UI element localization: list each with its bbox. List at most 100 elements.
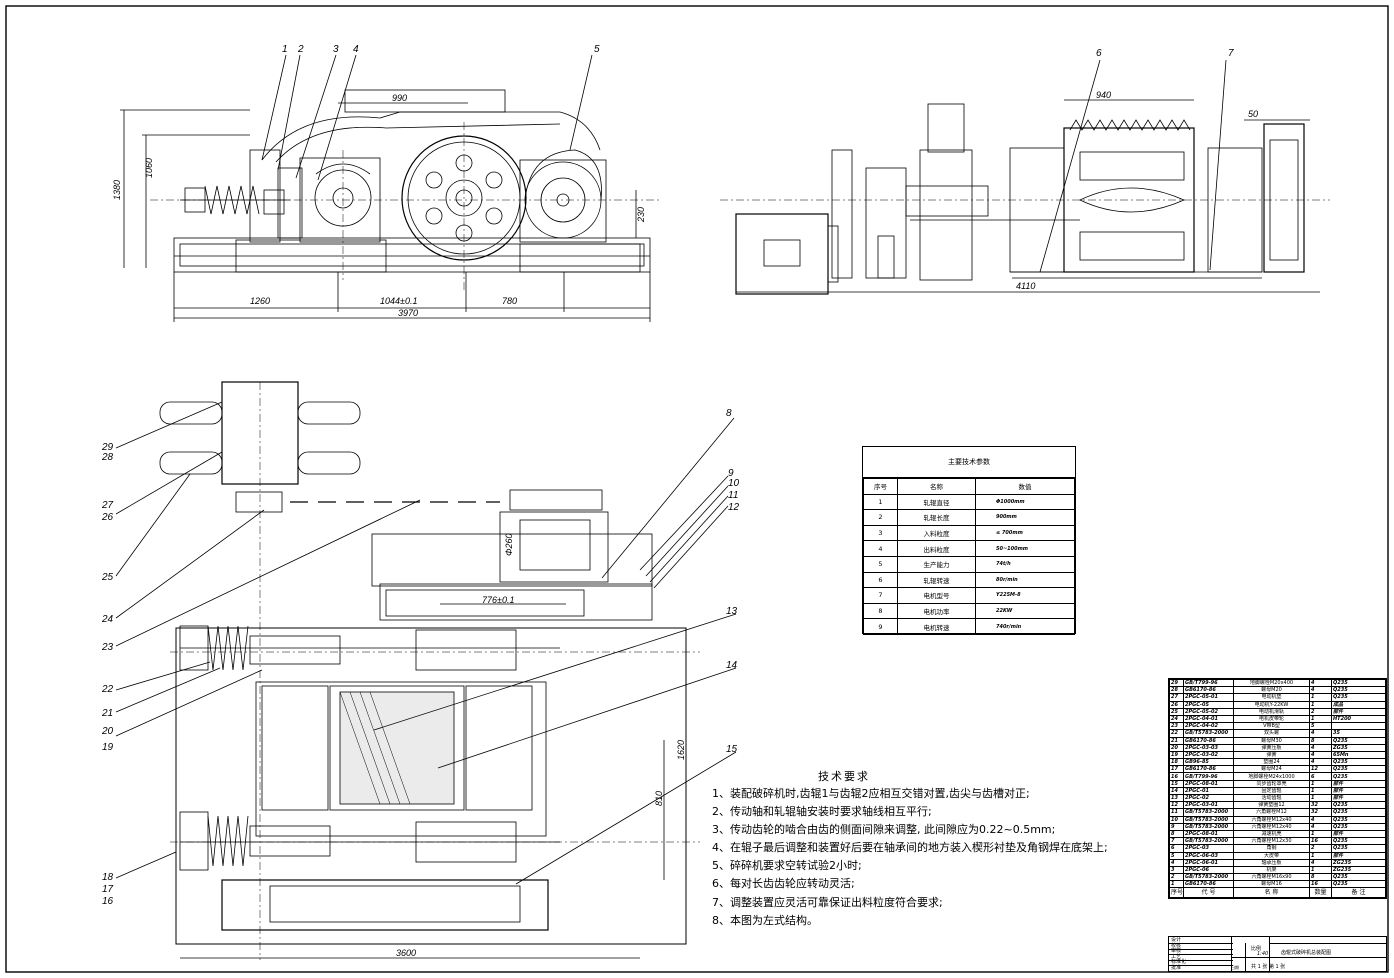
bom-cell-mat: Q235 bbox=[1331, 873, 1386, 882]
bom-cell-code: 2PGC-06 bbox=[1183, 865, 1234, 875]
bom-cell-no: 25 bbox=[1169, 707, 1184, 716]
bom-cell-name: 轴承压板 bbox=[1233, 858, 1310, 867]
bom-cell-code: GB/T799-96 bbox=[1183, 772, 1234, 781]
bom-cell-qty: 1 bbox=[1309, 865, 1332, 875]
bom-cell-code: 2PGC-04-01 bbox=[1183, 714, 1234, 724]
bom-cell-mat bbox=[1331, 722, 1386, 731]
sheet-border bbox=[5, 5, 1389, 973]
bom-cell-code: GB6170-86 bbox=[1183, 686, 1234, 695]
bom-cell-code: 2PGC-05 bbox=[1183, 700, 1234, 709]
ref-1: 1 bbox=[282, 44, 288, 55]
bom-cell-no: 10 bbox=[1169, 815, 1184, 824]
bom-cell-qty: 4 bbox=[1309, 822, 1332, 831]
bom-cell-mat: 部件 bbox=[1331, 786, 1386, 796]
dim-1380: 1380 bbox=[112, 180, 122, 200]
bom-cell-no: 17 bbox=[1169, 765, 1184, 774]
params-cell-name: 电机功率 bbox=[897, 602, 976, 620]
bom-cell-no: 15 bbox=[1169, 779, 1184, 788]
bom-cell-name: 螺母M24 bbox=[1233, 765, 1310, 774]
bom-cell-name: 地脚螺栓M20x400 bbox=[1233, 678, 1310, 688]
bom-cell-code: 2PGC-04-02 bbox=[1183, 722, 1234, 731]
bom-cell-qty: 1 bbox=[1309, 829, 1332, 839]
bom-cell-name: 电动机Y-22KW bbox=[1233, 700, 1310, 709]
bom-cell-name: V带B型 bbox=[1233, 722, 1310, 731]
dim-990: 990 bbox=[392, 93, 407, 103]
bom-cell-no: 27 bbox=[1169, 693, 1184, 702]
bom-cell-qty: 4 bbox=[1309, 815, 1332, 824]
bom-cell-name: 六角螺栓M12x30 bbox=[1233, 837, 1310, 846]
params-cell-value: 80r/min bbox=[975, 571, 1075, 589]
bom-cell-no: 1 bbox=[1169, 880, 1184, 889]
ref-5: 5 bbox=[594, 44, 600, 55]
bom-cell-name: 弹簧压板 bbox=[1233, 743, 1310, 752]
params-header-value: 数值 bbox=[975, 478, 1075, 495]
bom-cell-code: 2PGC-08-01 bbox=[1183, 829, 1234, 839]
bom-cell-name: 电动机垫 bbox=[1233, 693, 1310, 702]
bom-cell-mat: Q235 bbox=[1331, 815, 1386, 824]
bom-cell-mat: Q235 bbox=[1331, 837, 1386, 846]
bom-cell-mat: ZG235 bbox=[1331, 865, 1386, 875]
dim-1044: 1044±0.1 bbox=[380, 296, 417, 306]
params-title: 主要技术参数 bbox=[863, 447, 1075, 478]
bom-cell-mat: 部件 bbox=[1331, 707, 1386, 716]
bom-cell-mat: 部件 bbox=[1331, 829, 1386, 839]
bom-cell-no: 12 bbox=[1169, 801, 1184, 810]
dim-3600: 3600 bbox=[396, 948, 416, 958]
bom-cell-no: 5 bbox=[1169, 851, 1184, 860]
bom-cell-no: 18 bbox=[1169, 758, 1184, 767]
ref-13: 13 bbox=[726, 606, 738, 617]
bom-cell-mat: ZG235 bbox=[1331, 858, 1386, 867]
dim-780: 780 bbox=[502, 296, 517, 306]
ref-22: 22 bbox=[101, 684, 114, 695]
params-cell-value: ≤ 700mm bbox=[975, 524, 1075, 542]
title-row-label: 校核 bbox=[1169, 943, 1233, 950]
bom-cell-no: 26 bbox=[1169, 700, 1184, 709]
bom-cell-qty: 1 bbox=[1309, 714, 1332, 724]
ref-19: 19 bbox=[102, 742, 114, 753]
params-cell-no: 7 bbox=[863, 587, 898, 604]
bom-cell-qty: 5 bbox=[1309, 722, 1332, 731]
ref-17: 17 bbox=[102, 884, 114, 895]
bom-header-mat: 备 注 bbox=[1331, 887, 1386, 899]
ref-18: 18 bbox=[102, 872, 114, 883]
bom-cell-name: 弹簧 bbox=[1233, 750, 1310, 760]
bom-cell-code: GB6170-86 bbox=[1183, 880, 1234, 889]
bom-cell-no: 11 bbox=[1169, 808, 1184, 817]
bom-cell-name: 垫圈24 bbox=[1233, 758, 1310, 767]
ref-24: 24 bbox=[101, 614, 114, 625]
bom-cell-qty: 4 bbox=[1309, 678, 1332, 688]
bom-cell-qty: 4 bbox=[1309, 729, 1332, 738]
bom-cell-qty: 16 bbox=[1309, 880, 1332, 889]
bom-cell-qty: 32 bbox=[1309, 801, 1332, 810]
bom-header-no: 序号 bbox=[1169, 887, 1184, 899]
dim-230: 230 bbox=[636, 207, 646, 223]
bom-cell-qty: 4 bbox=[1309, 750, 1332, 760]
bom-cell-mat: 成品 bbox=[1331, 700, 1386, 709]
bom-cell-name: 角钢 bbox=[1233, 844, 1310, 853]
title-row-label: 审核 bbox=[1169, 948, 1233, 956]
bom-cell-no: 3 bbox=[1169, 865, 1184, 875]
ref-26: 26 bbox=[101, 512, 114, 523]
params-cell-name: 出料粒度 bbox=[897, 540, 976, 557]
params-cell-no: 4 bbox=[863, 540, 898, 557]
bom-cell-name: 弹簧垫圈12 bbox=[1233, 801, 1310, 810]
params-cell-name: 轧辊转速 bbox=[897, 571, 976, 589]
bom-cell-mat: Q235 bbox=[1331, 808, 1386, 817]
title-row-label: 批准 bbox=[1169, 965, 1233, 972]
dim-1260: 1260 bbox=[250, 296, 270, 306]
